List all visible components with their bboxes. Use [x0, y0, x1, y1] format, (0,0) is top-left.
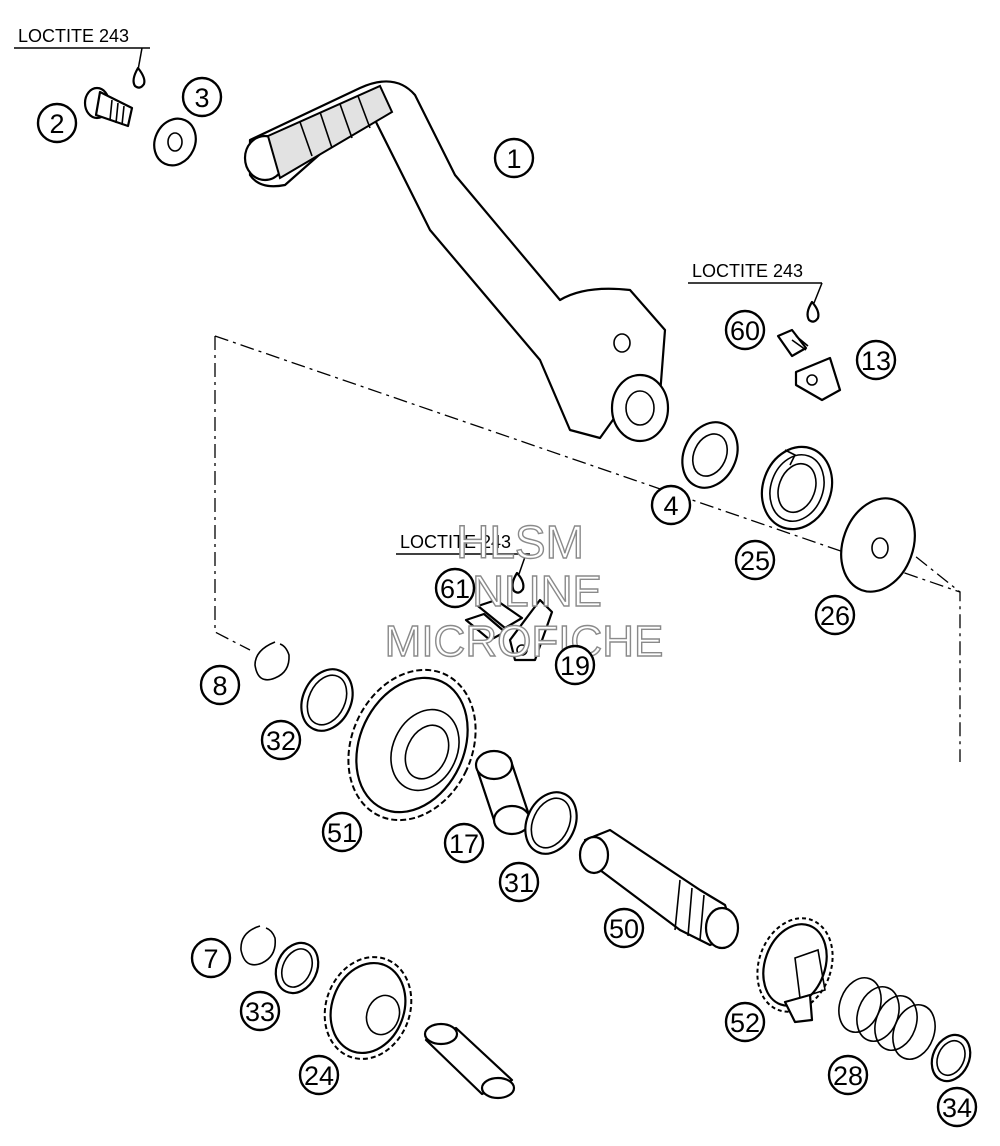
washer-33	[274, 941, 320, 995]
callout-1: 1	[493, 137, 535, 179]
callout-24: 24	[298, 1054, 340, 1096]
callout-label: 28	[833, 1061, 863, 1091]
bolt-60	[776, 328, 809, 358]
drop-icon	[132, 66, 146, 89]
callout-label: 4	[663, 491, 678, 521]
callout-52: 52	[724, 1001, 766, 1043]
callout-13: 13	[855, 339, 897, 381]
callout-label: 34	[942, 1093, 972, 1123]
washer-3	[153, 117, 197, 167]
callout-25: 25	[734, 539, 776, 581]
pin	[423, 1022, 516, 1100]
drop-icon	[511, 571, 525, 594]
bracket-13	[794, 356, 842, 402]
kickstarter-lever	[243, 80, 670, 443]
callout-31: 31	[498, 861, 540, 903]
callout-label: 52	[730, 1008, 760, 1038]
washer-32	[300, 668, 354, 732]
guide-19	[508, 598, 554, 662]
loctite-note-text: LOCTITE 243	[400, 532, 511, 552]
callout-17: 17	[443, 822, 485, 864]
circlip-7	[240, 925, 277, 966]
callout-label: 19	[560, 651, 590, 681]
callout-label: 8	[212, 671, 227, 701]
callout-label: 61	[440, 574, 470, 604]
washer-4	[681, 421, 739, 489]
callout-2: 2	[36, 102, 78, 144]
callout-label: 17	[449, 829, 479, 859]
plate-26	[840, 497, 916, 593]
torsion-spring-25	[760, 445, 834, 531]
callout-label: 3	[194, 83, 209, 113]
drop-icon	[806, 300, 820, 323]
callout-label: 33	[245, 997, 275, 1027]
callout-8: 8	[199, 664, 241, 706]
spring-28	[838, 977, 936, 1060]
watermark-line-1: HLSM	[456, 516, 584, 568]
washer-34	[930, 1033, 972, 1083]
callout-label: 25	[740, 546, 770, 576]
loctite-note-3: LOCTITE 243	[396, 532, 530, 594]
loctite-note-text: LOCTITE 243	[692, 261, 803, 281]
circlip-8	[254, 641, 290, 681]
callout-label: 7	[203, 944, 218, 974]
loctite-note-2: LOCTITE 243	[688, 261, 823, 323]
callout-19: 19	[554, 644, 596, 686]
gear-51	[347, 668, 477, 822]
callout-label: 13	[861, 346, 891, 376]
callout-label: 50	[609, 914, 639, 944]
ratchet-52	[756, 917, 834, 1024]
callout-33: 33	[239, 990, 281, 1032]
callout-50: 50	[603, 907, 645, 949]
callout-3: 3	[181, 76, 223, 118]
callout-label: 51	[327, 818, 357, 848]
callout-26: 26	[814, 594, 856, 636]
callout-label: 26	[820, 601, 850, 631]
needle-bearing-17	[474, 749, 532, 836]
callout-61: 61	[434, 567, 476, 609]
screw	[83, 86, 134, 128]
callout-label: 1	[506, 144, 521, 174]
callout-7: 7	[190, 937, 232, 979]
callout-label: 60	[730, 316, 760, 346]
callout-51: 51	[321, 811, 363, 853]
gear-24	[323, 956, 413, 1060]
callout-label: 24	[304, 1061, 334, 1091]
callout-60: 60	[724, 309, 766, 351]
callout-label: 31	[504, 868, 534, 898]
loctite-note-1: LOCTITE 243	[14, 26, 150, 89]
callout-32: 32	[260, 719, 302, 761]
watermark-line-3: MICROFICHE	[385, 617, 664, 666]
callout-label: 32	[266, 726, 296, 756]
loctite-note-text: LOCTITE 243	[18, 26, 129, 46]
callout-4: 4	[650, 484, 692, 526]
bolts-61	[464, 598, 524, 642]
callout-34: 34	[936, 1086, 978, 1128]
washer-31	[524, 791, 578, 855]
shaft-50	[578, 828, 740, 950]
callout-28: 28	[827, 1054, 869, 1096]
callout-label: 2	[49, 109, 64, 139]
